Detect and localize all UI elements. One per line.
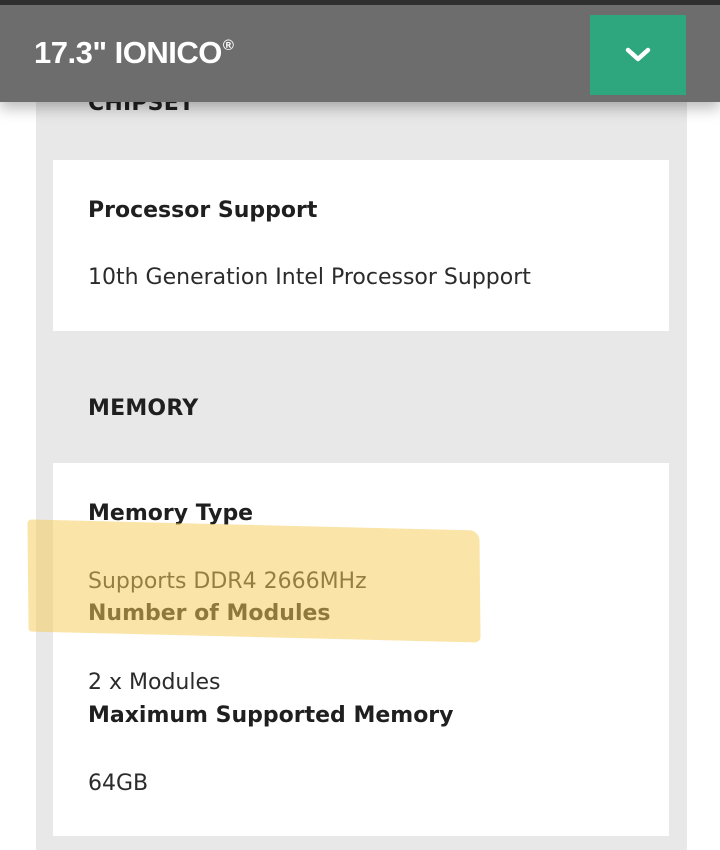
expand-menu-button[interactable] — [590, 15, 686, 95]
spec-value-number-of-modules: 2 x Modules — [88, 670, 221, 695]
spec-value-memory-type: Supports DDR4 2666MHz — [88, 569, 367, 594]
product-header: 17.3" IONICO® — [0, 5, 720, 102]
chevron-down-icon — [625, 47, 651, 63]
product-title: 17.3" IONICO® — [34, 35, 234, 71]
spec-label-memory-type: Memory Type — [88, 501, 254, 526]
section-heading-memory: MEMORY — [88, 396, 199, 421]
top-strip — [0, 0, 720, 5]
spec-label-maximum-supported-memory: Maximum Supported Memory — [88, 703, 454, 728]
trademark-symbol: ® — [222, 37, 234, 54]
chipset-card — [53, 160, 669, 331]
spec-label-processor-support: Processor Support — [88, 198, 318, 223]
spec-value-maximum-supported-memory: 64GB — [88, 771, 149, 796]
spec-value-processor-support: 10th Generation Intel Processor Support — [88, 265, 531, 290]
product-title-text: 17.3" IONICO — [34, 35, 222, 70]
spec-label-number-of-modules: Number of Modules — [88, 601, 331, 626]
